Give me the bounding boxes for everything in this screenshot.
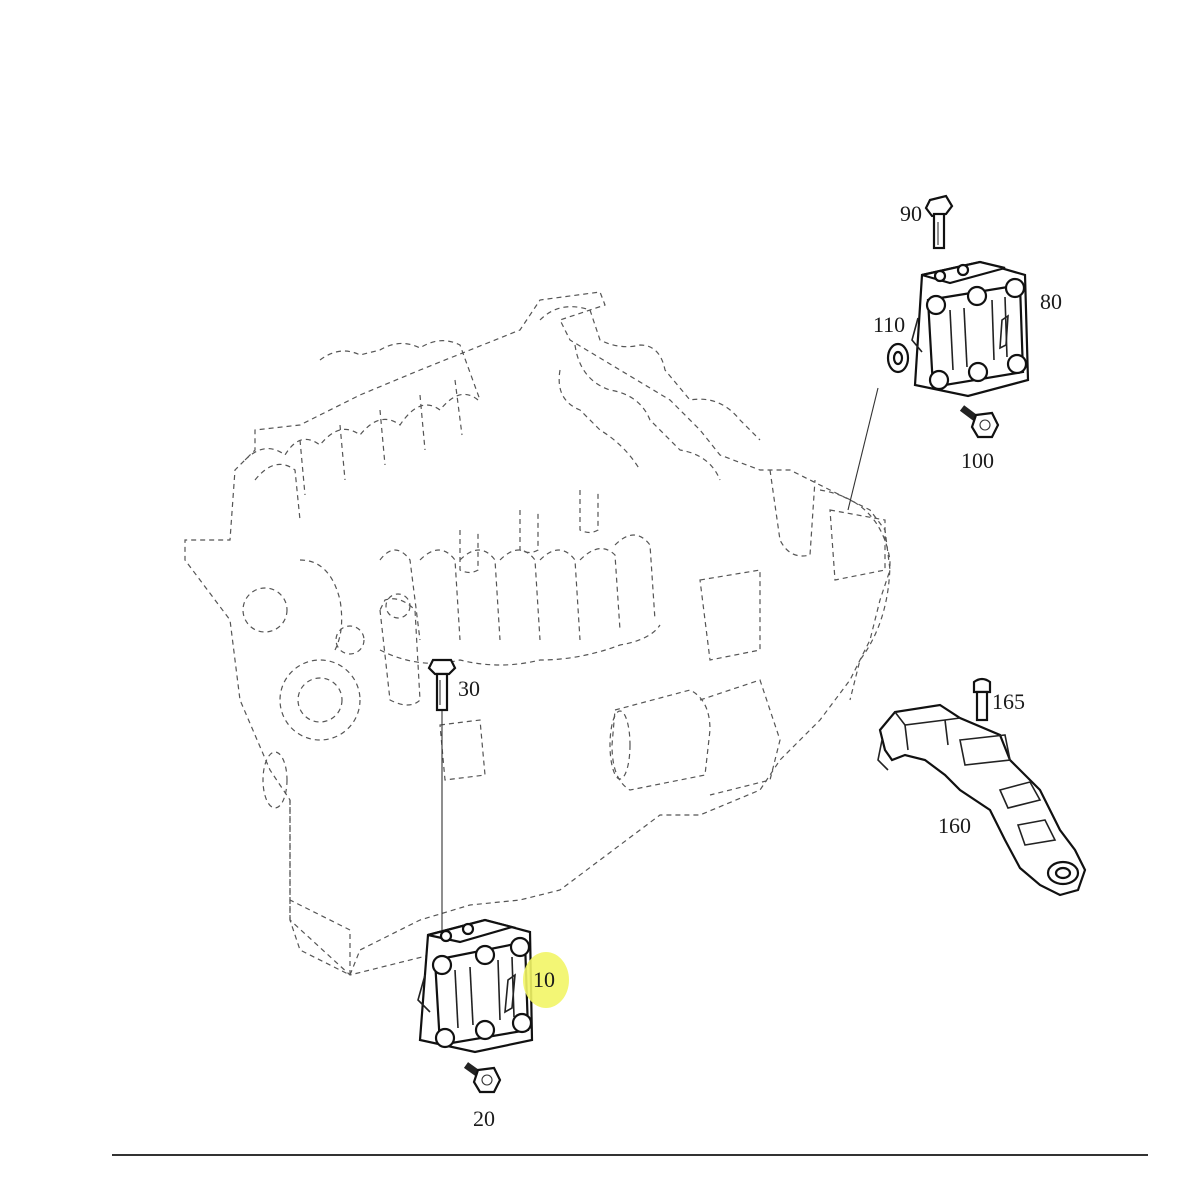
part-10-highlight (523, 952, 569, 1008)
part-label-30[interactable]: 30 (458, 676, 480, 701)
part-label-20[interactable]: 20 (473, 1106, 495, 1131)
part-label-100[interactable]: 100 (961, 448, 994, 473)
engine-mount-80-icon (911, 260, 1030, 398)
support-bracket-160-icon (877, 703, 1087, 897)
engine-mount-10-icon (417, 918, 534, 1054)
leader-lines (441, 387, 879, 930)
part-label-80[interactable]: 80 (1040, 289, 1062, 314)
part-label-165[interactable]: 165 (992, 689, 1025, 714)
bolt-100-icon (959, 405, 1000, 439)
washer-110-icon (886, 342, 910, 374)
bolt-165-icon (972, 677, 992, 722)
part-label-160[interactable]: 160 (938, 813, 971, 838)
engine-outline (184, 291, 891, 976)
part-label-90[interactable]: 90 (900, 201, 922, 226)
bolt-30-icon (427, 658, 457, 712)
part-label-10[interactable]: 10 (533, 967, 555, 992)
part-label-110[interactable]: 110 (873, 312, 906, 337)
bolt-90-icon (924, 194, 954, 250)
bolt-20-icon (463, 1062, 502, 1094)
